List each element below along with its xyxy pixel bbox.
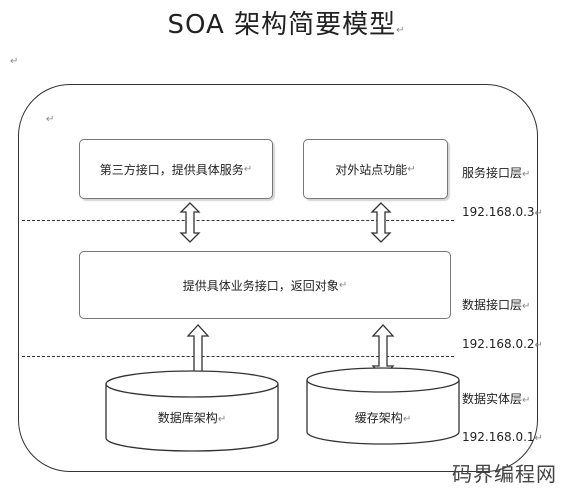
layer-divider-service (22, 220, 454, 221)
layer-divider-data-api (22, 356, 454, 357)
business-api-label: 提供具体业务接口，返回对象 (182, 278, 339, 293)
cache-label-text: 缓存架构 (354, 411, 403, 425)
paragraph-mark: ↵ (534, 340, 543, 351)
database-label-text: 数据库架构 (157, 411, 218, 425)
double-arrow-icon (370, 202, 392, 243)
paragraph-mark: ↵ (338, 279, 348, 291)
service-layer-name: 服务接口层 (462, 166, 523, 180)
data-entity-layer-ip: 192.168.0.1↵ (462, 430, 543, 444)
data-entity-layer-ip-text: 192.168.0.1 (462, 430, 535, 444)
paragraph-mark: ↵ (522, 395, 531, 406)
paragraph-mark: ↵ (522, 169, 531, 180)
third-party-interface-label: 第三方接口，提供具体服务 (99, 162, 244, 177)
diagram-title-text: SOA 架构简要模型 (167, 10, 397, 40)
external-site-box: 对外站点功能↵ (303, 139, 448, 199)
business-api-box: 提供具体业务接口，返回对象↵ (79, 251, 451, 319)
data-entity-layer-label: 数据实体层↵ (462, 390, 530, 407)
paragraph-mark: ↵ (534, 433, 543, 444)
database-cylinder (105, 370, 279, 452)
paragraph-mark: ↵ (243, 163, 253, 175)
database-label: 数据库架构↵ (106, 409, 278, 426)
paragraph-mark: ↵ (10, 56, 19, 67)
cache-label: 缓存架构↵ (307, 409, 459, 426)
paragraph-mark: ↵ (407, 163, 416, 175)
double-arrow-icon (179, 202, 201, 243)
data-entity-layer-name: 数据实体层 (462, 392, 523, 406)
data-api-layer-label: 数据接口层↵ (462, 296, 530, 313)
service-layer-label: 服务接口层↵ (462, 164, 530, 181)
service-layer-ip-text: 192.168.0.3 (462, 205, 535, 219)
paragraph-mark: ↵ (396, 25, 406, 36)
site-watermark: 码界编程网 (452, 462, 557, 486)
data-api-layer-ip-text: 192.168.0.2 (462, 337, 535, 351)
service-layer-ip: 192.168.0.3↵ (462, 205, 543, 219)
paragraph-mark: ↵ (534, 208, 543, 219)
data-api-layer-name: 数据接口层 (462, 298, 523, 312)
third-party-interface-box: 第三方接口，提供具体服务↵ (79, 139, 273, 199)
paragraph-mark: ↵ (402, 414, 412, 425)
data-api-layer-ip: 192.168.0.2↵ (462, 337, 543, 351)
paragraph-mark: ↵ (522, 301, 531, 312)
diagram-title: SOA 架构简要模型↵ (0, 4, 573, 41)
external-site-label: 对外站点功能 (335, 162, 408, 177)
paragraph-mark: ↵ (217, 414, 227, 425)
cache-cylinder (306, 367, 460, 445)
system-boundary (18, 84, 538, 472)
